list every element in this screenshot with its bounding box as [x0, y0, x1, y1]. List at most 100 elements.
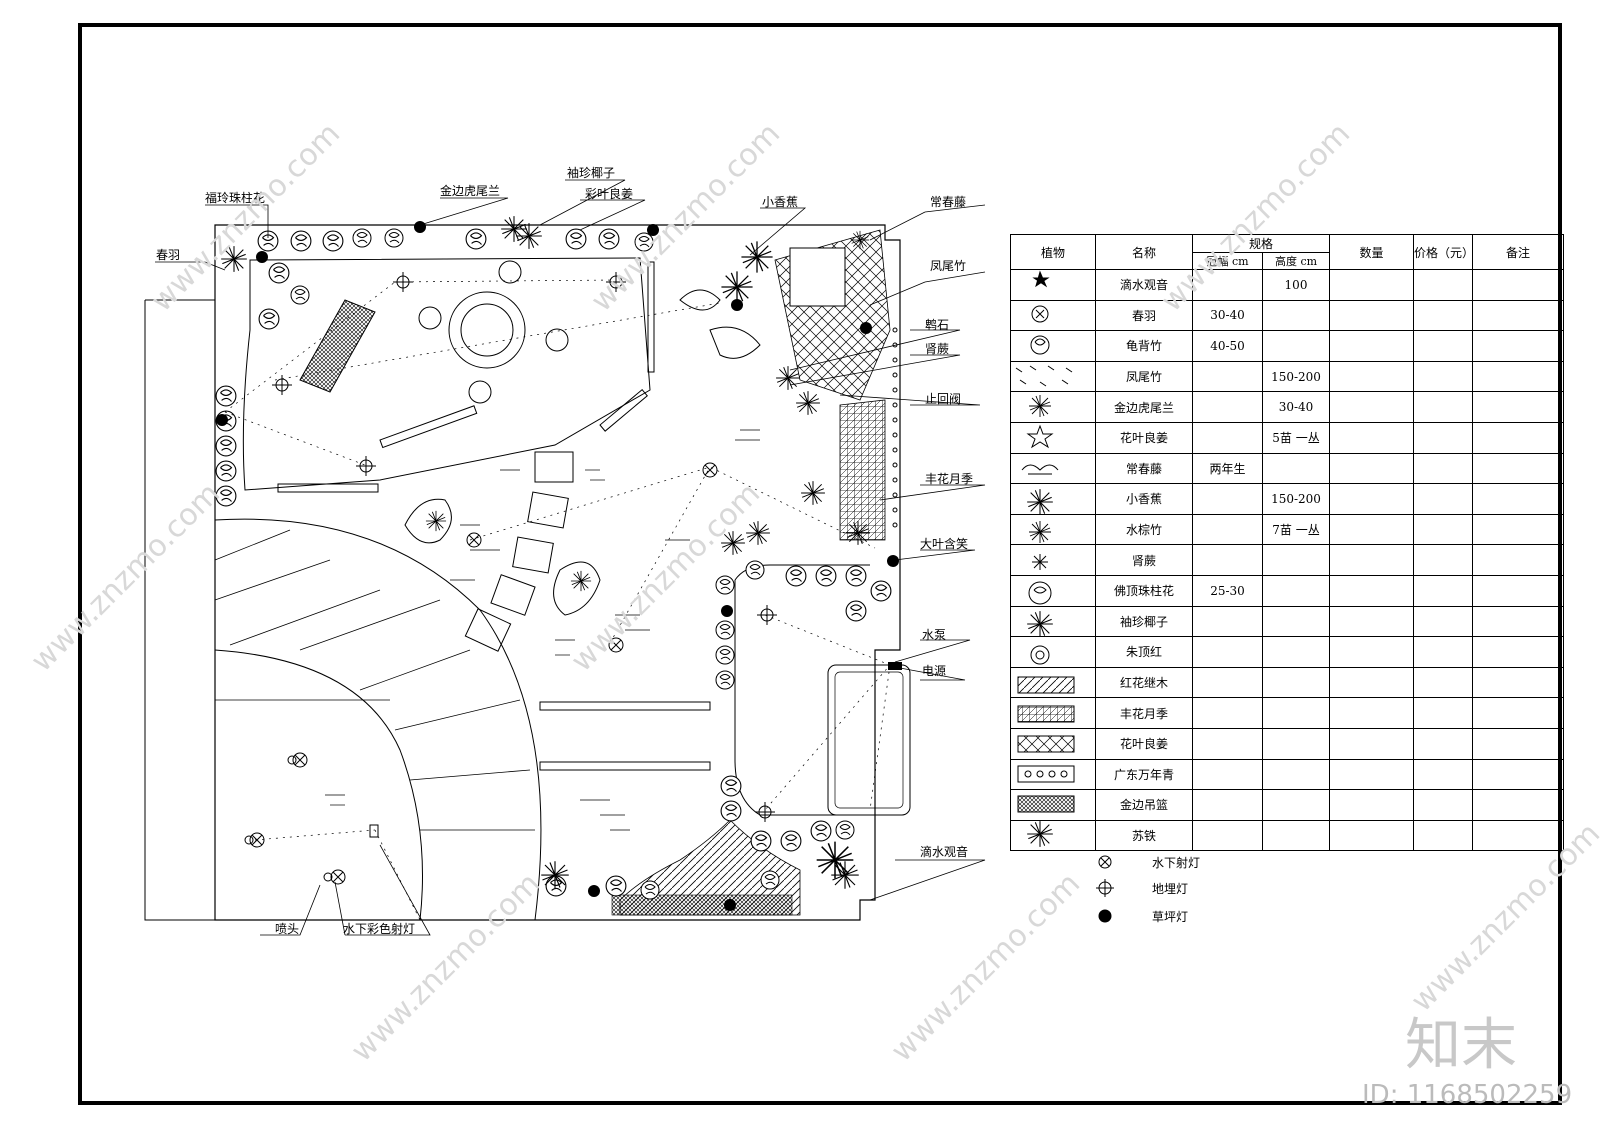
row-price — [1413, 330, 1473, 362]
callout-label: 彩叶良姜 — [585, 187, 634, 201]
row-spread: 30-40 — [1192, 299, 1263, 332]
row-qty — [1329, 758, 1414, 791]
diamond-hatch-swatch-icon — [1010, 727, 1096, 760]
row-spread — [1192, 421, 1263, 454]
header-spread: 冠幅 cm — [1192, 252, 1263, 270]
row-note — [1472, 299, 1564, 332]
table-row: 肾蕨 — [1010, 544, 1564, 576]
callout-label: 大叶含笑 — [920, 537, 969, 551]
lawn-lights — [216, 221, 899, 911]
row-price — [1413, 421, 1473, 454]
row-name: 红花继木 — [1095, 666, 1193, 699]
row-price — [1413, 299, 1473, 332]
callout-label: 滴水观音 — [920, 845, 969, 859]
row-price — [1413, 697, 1473, 729]
pump — [888, 662, 902, 670]
row-note — [1472, 360, 1564, 393]
row-qty — [1329, 483, 1414, 515]
row-qty — [1329, 269, 1414, 301]
row-note — [1472, 421, 1564, 454]
header-qty: 数量 — [1329, 234, 1414, 270]
row-qty — [1329, 697, 1414, 729]
row-height: 30-40 — [1262, 391, 1330, 423]
row-height — [1262, 727, 1330, 760]
row-name: 广东万年青 — [1095, 758, 1193, 791]
row-note — [1472, 330, 1564, 362]
side-wall — [144, 299, 215, 921]
callout-label: 福玲珠柱花 — [205, 191, 266, 205]
ivy-icon — [1010, 452, 1096, 485]
header-name: 名称 — [1095, 234, 1193, 270]
row-qty — [1329, 574, 1414, 607]
row-price — [1413, 269, 1473, 301]
fountain-head — [369, 824, 379, 838]
row-qty — [1329, 666, 1414, 699]
row-name: 凤尾竹 — [1095, 360, 1193, 393]
row-spread — [1192, 544, 1263, 576]
row-height — [1262, 330, 1330, 362]
plaza-paving-lines — [214, 529, 535, 831]
row-name: 龟背竹 — [1095, 330, 1193, 362]
row-name: 金边吊篮 — [1095, 789, 1193, 821]
row-name: 滴水观音 — [1095, 269, 1193, 301]
row-price — [1413, 391, 1473, 423]
row-price — [1413, 636, 1473, 668]
row-name: 朱顶红 — [1095, 636, 1193, 668]
table-row: 袖珍椰子 — [1010, 605, 1564, 638]
row-spread — [1192, 727, 1263, 760]
header-spec: 规格 — [1192, 234, 1330, 253]
row-note — [1472, 513, 1564, 546]
row-height — [1262, 697, 1330, 729]
lamp-key-buried: 地埋灯 — [1152, 882, 1189, 896]
row-spread — [1192, 789, 1263, 821]
cycad-icon — [1010, 819, 1096, 852]
row-note — [1472, 605, 1564, 638]
row-qty — [1329, 789, 1414, 821]
swirl-plant-icon — [1010, 330, 1096, 362]
walkway — [734, 564, 870, 816]
header-note: 备注 — [1472, 234, 1564, 270]
row-note — [1472, 666, 1564, 699]
row-price — [1413, 544, 1473, 576]
dense-hatch-swatch-icon — [1010, 789, 1096, 821]
round-table — [448, 291, 526, 369]
row-name: 小香蕉 — [1095, 483, 1193, 515]
callout-label: 凤尾竹 — [930, 259, 967, 273]
table-row: 常春藤两年生 — [1010, 452, 1564, 485]
spiky-plant-icon — [1010, 391, 1096, 423]
row-qty — [1329, 544, 1414, 576]
table-row: 凤尾竹 150-200 — [1010, 360, 1564, 393]
row-note — [1472, 819, 1564, 852]
row-height — [1262, 544, 1330, 576]
row-price — [1413, 360, 1473, 393]
table-row: 广东万年青 — [1010, 758, 1564, 791]
row-height — [1262, 666, 1330, 699]
spiral-circle-icon — [1010, 574, 1096, 607]
row-note — [1472, 727, 1564, 760]
row-height — [1262, 605, 1330, 638]
callout-label: 金边虎尾兰 — [440, 184, 501, 198]
row-qty — [1329, 513, 1414, 546]
table-row: 丰花月季 — [1010, 697, 1564, 729]
row-spread — [1192, 636, 1263, 668]
row-spread: 两年生 — [1192, 452, 1263, 485]
row-spread — [1192, 483, 1263, 515]
watermark-id: ID: 1168502259 — [1362, 1080, 1573, 1110]
leader-lines — [155, 179, 986, 936]
row-height: 150-200 — [1262, 360, 1330, 393]
row-name: 花叶良姜 — [1095, 727, 1193, 760]
hammock — [299, 299, 376, 393]
row-price — [1413, 727, 1473, 760]
row-price — [1413, 452, 1473, 485]
row-note — [1472, 789, 1564, 821]
spiky-plants — [220, 215, 871, 890]
row-name: 水棕竹 — [1095, 513, 1193, 546]
row-name: 佛顶珠柱花 — [1095, 574, 1193, 607]
